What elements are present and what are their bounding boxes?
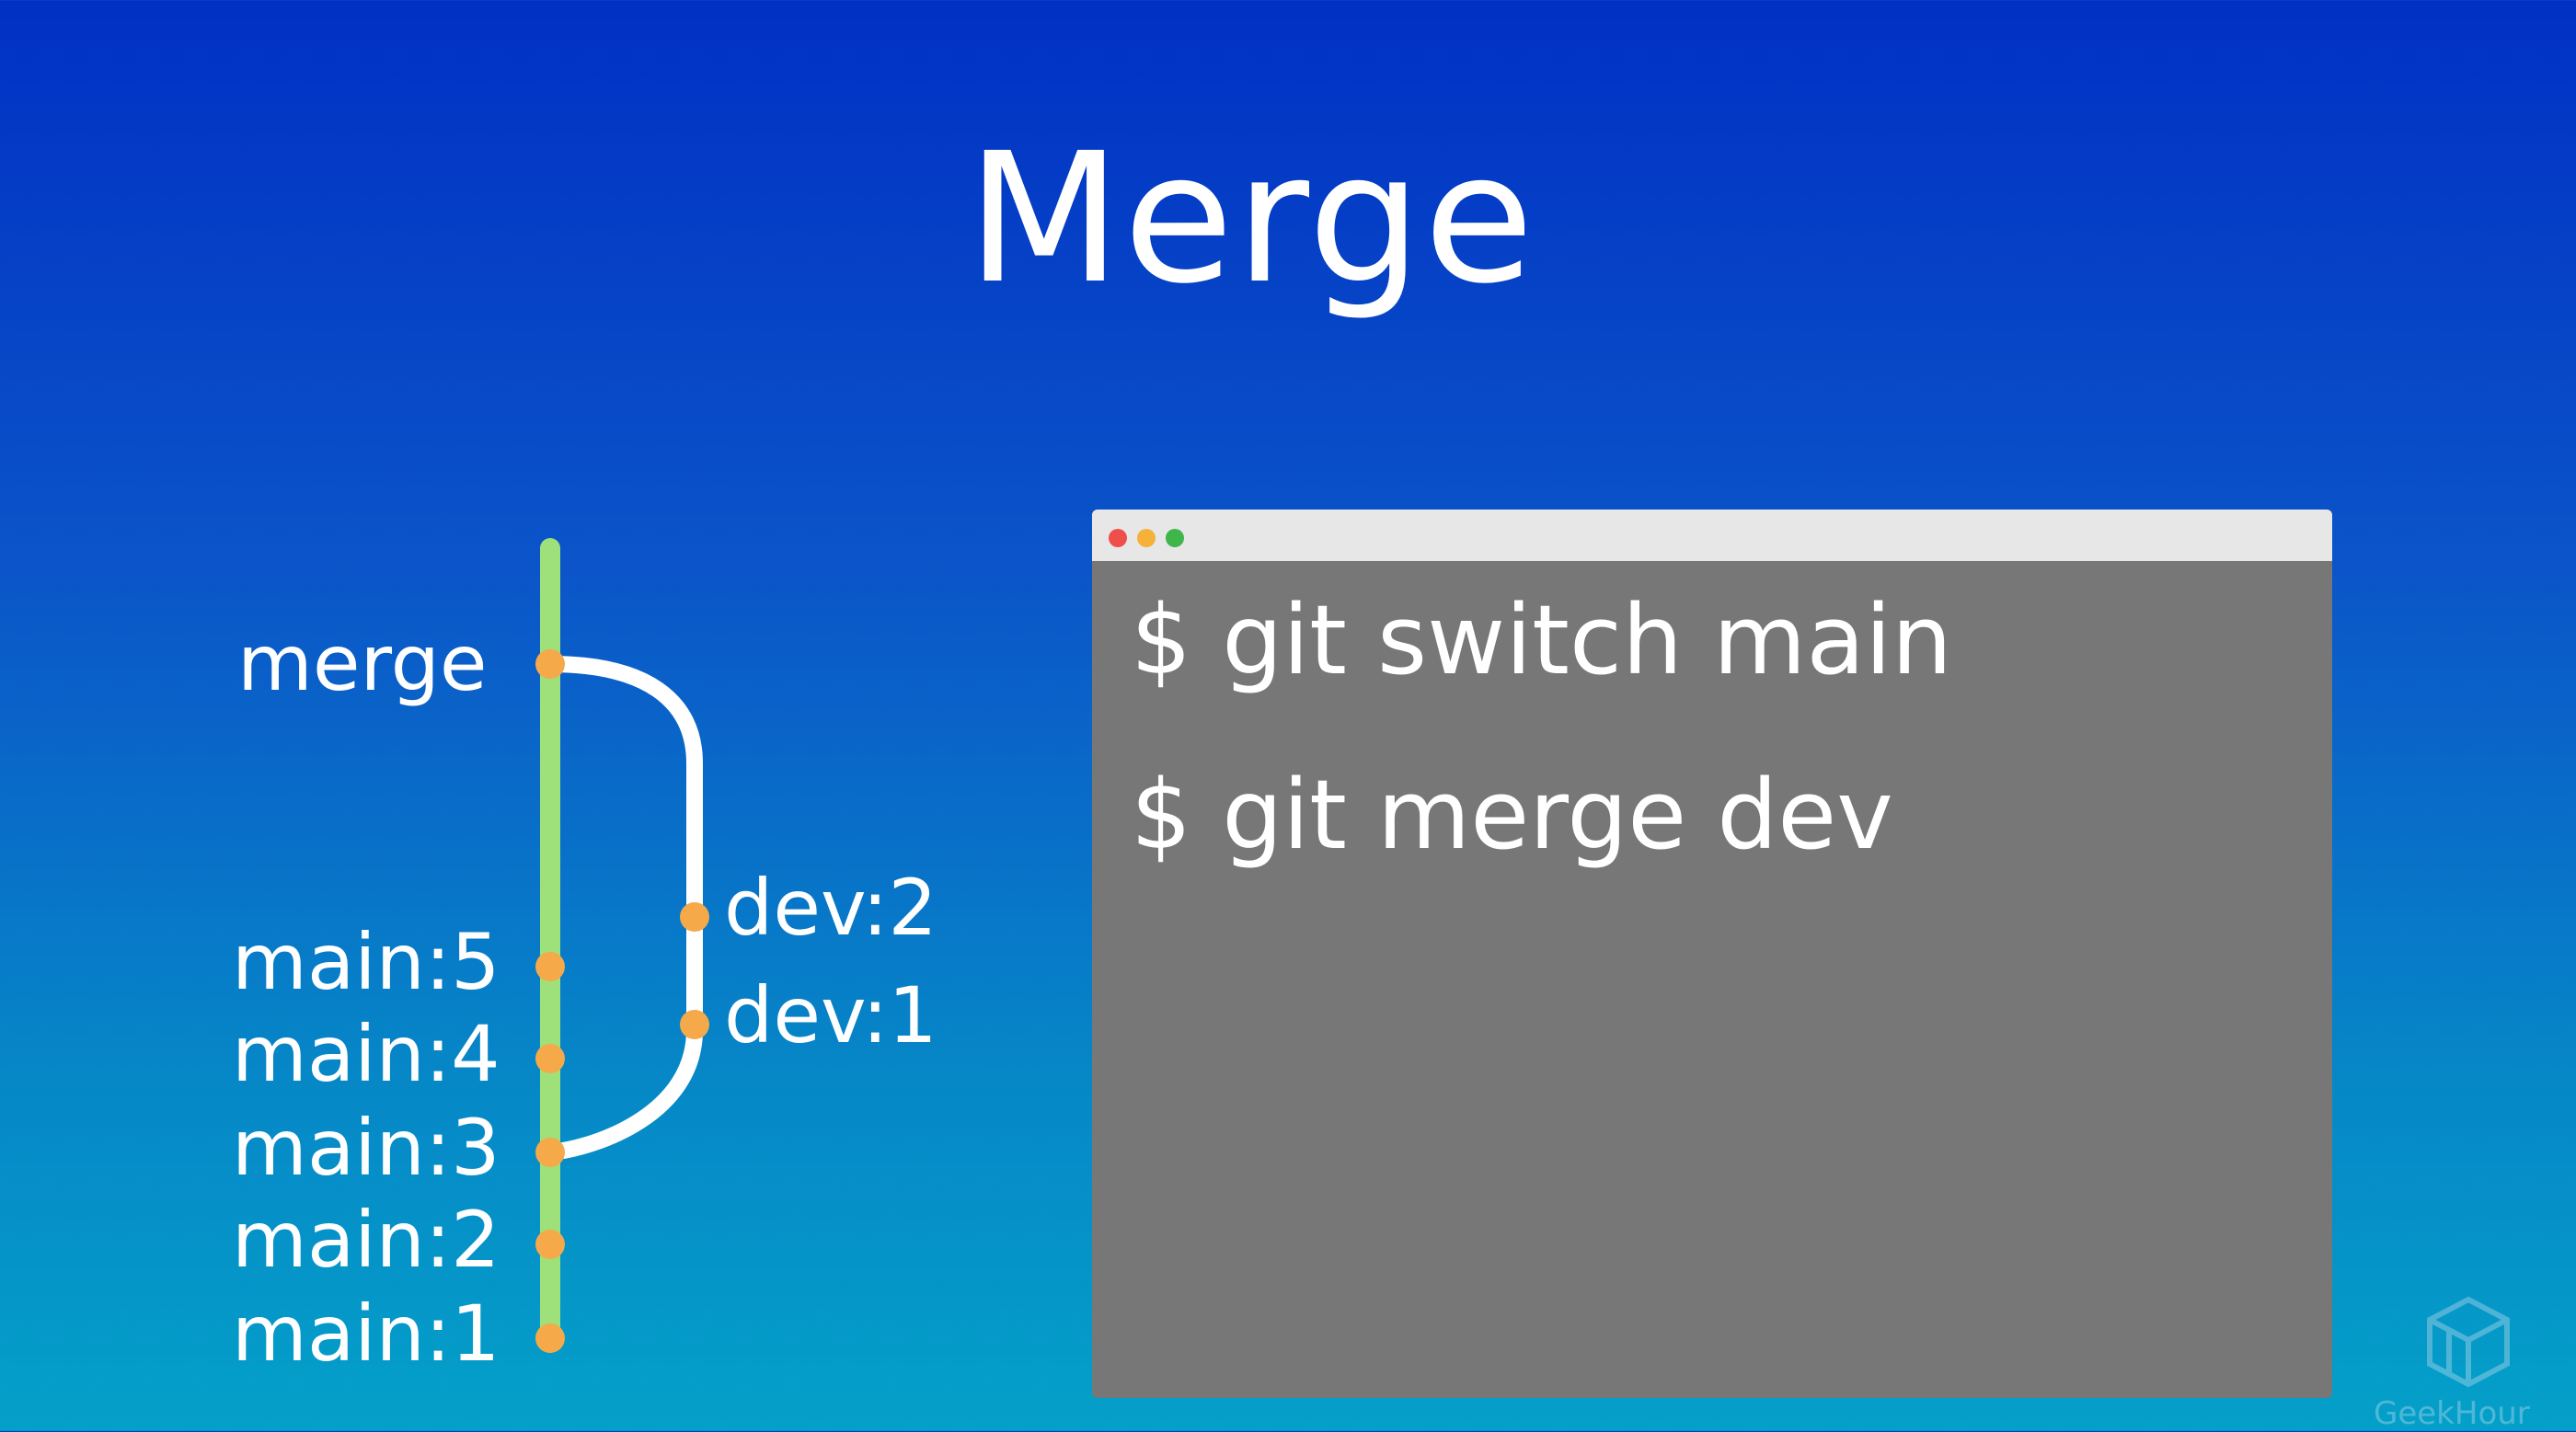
maximize-window-dot-icon[interactable] xyxy=(1166,529,1184,547)
terminal-titlebar xyxy=(1092,510,2332,561)
commit-label-main-1: main:1 xyxy=(232,1289,500,1379)
commit-dot-main-3 xyxy=(535,1138,565,1167)
slide-title: Merge xyxy=(966,114,1536,323)
terminal-body: $ git switch main $ git merge dev xyxy=(1131,592,2305,942)
close-window-dot-icon[interactable] xyxy=(1109,529,1127,547)
minimize-window-dot-icon[interactable] xyxy=(1137,529,1156,547)
commit-label-dev-2: dev:2 xyxy=(724,863,937,953)
dev-branch-line xyxy=(542,656,703,1161)
commit-dot-main-1 xyxy=(535,1323,565,1353)
terminal-command-line: $ git merge dev xyxy=(1131,759,1893,871)
branch-graph: merge main:5 main:4 main:3 main:2 main:1… xyxy=(232,538,937,1379)
commit-dot-main-4 xyxy=(535,1044,565,1073)
commit-label-merge: merge xyxy=(237,618,488,708)
commit-dot-dev-2 xyxy=(680,902,709,932)
commit-label-main-2: main:2 xyxy=(232,1195,500,1285)
commit-label-main-3: main:3 xyxy=(232,1103,500,1193)
commit-label-dev-1: dev:1 xyxy=(724,970,937,1060)
commit-label-main-5: main:5 xyxy=(232,917,500,1007)
terminal-window: $ git switch main $ git merge dev xyxy=(1092,510,2332,1398)
watermark: GeekHour xyxy=(2364,1292,2576,1432)
commit-dot-dev-1 xyxy=(680,1010,709,1039)
watermark-text: GeekHour xyxy=(2374,1395,2530,1432)
terminal-command-line: $ git switch main xyxy=(1131,584,1952,696)
commit-dot-main-2 xyxy=(535,1230,565,1259)
commit-dot-main-5 xyxy=(535,952,565,981)
geekhour-cube-icon xyxy=(2427,1296,2510,1388)
commit-label-main-4: main:4 xyxy=(232,1009,500,1099)
commit-dot-merge xyxy=(535,649,565,679)
